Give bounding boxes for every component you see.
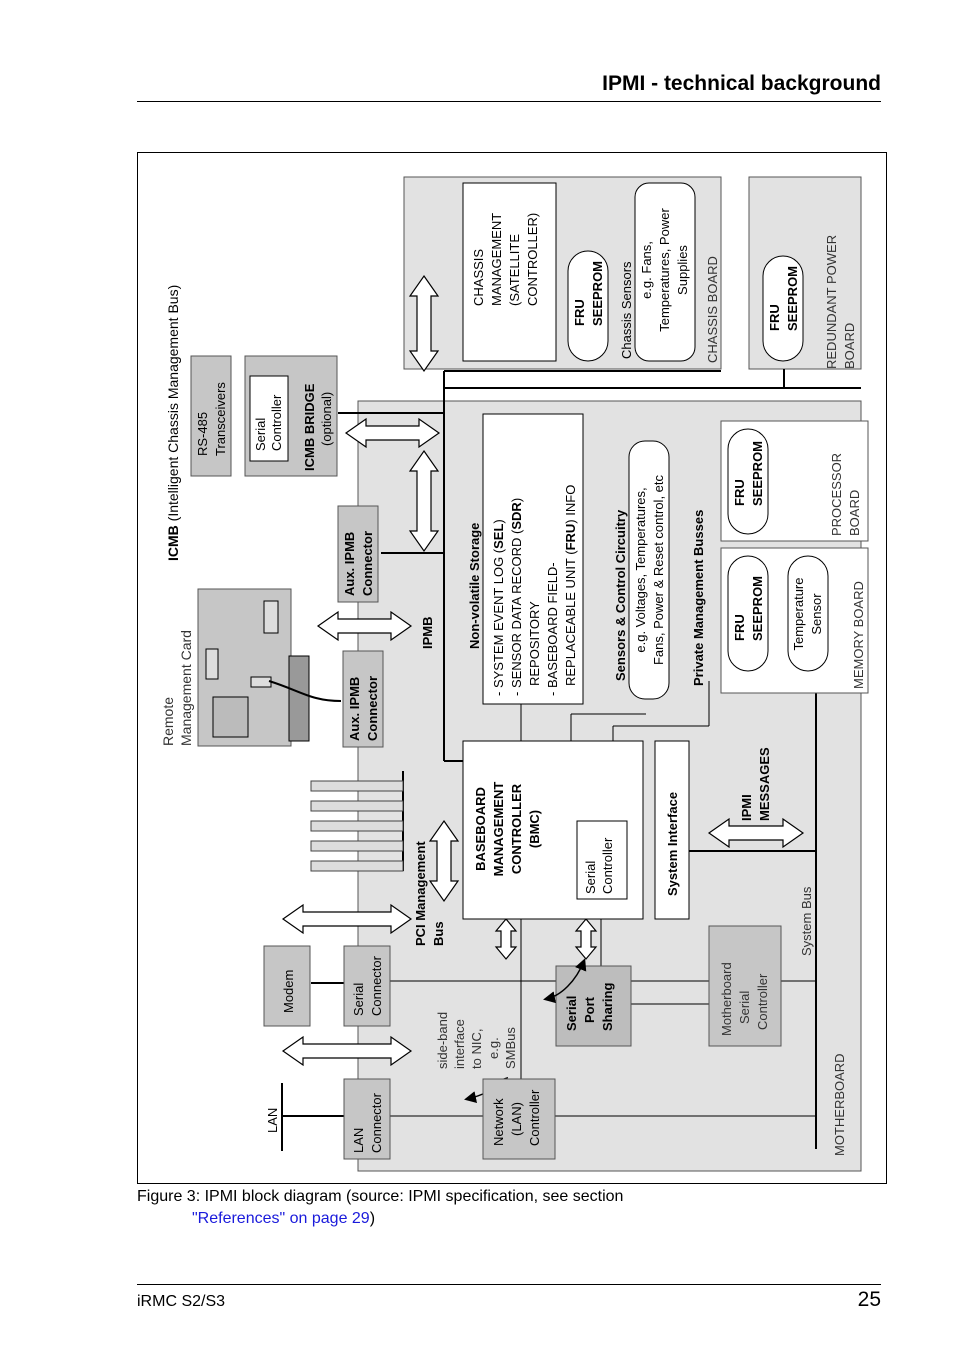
nv-storage-lines: - SYSTEM EVENT LOG (SEL) - SENSOR DATA R… [491, 485, 578, 696]
motherboard-label: MOTHERBOARD [832, 1053, 847, 1156]
network-controller [482, 1078, 556, 1160]
ipmb-label: IPMB [420, 617, 435, 650]
lan-label: LAN [265, 1108, 280, 1133]
nv-storage-box [482, 413, 584, 705]
memory-board-label: MEMORY BOARD [851, 581, 866, 689]
arrow-pci-bus [428, 819, 460, 903]
chassis-sensors-box [634, 182, 696, 362]
system-interface-box [654, 740, 690, 920]
mb-serial-controller [708, 925, 782, 1047]
svg-text:(optional): (optional) [319, 392, 334, 446]
sensors-title: Sensors & Control Circuitry [613, 509, 628, 681]
temperature-sensor [787, 555, 829, 672]
rs485-label: RS-485 [195, 412, 210, 456]
footer-rule [137, 1284, 881, 1285]
caption-close: ) [369, 1210, 376, 1227]
chassis-fru-seeprom [567, 250, 609, 362]
serial-connector [343, 945, 391, 1027]
processor-fru-seeprom [727, 428, 769, 535]
memory-fru-seeprom [727, 555, 769, 672]
arrow-icmb-horizontal [344, 417, 441, 449]
icmb-title: ICMB (Intelligent Chassis Management Bus… [165, 285, 181, 561]
svg-text:Modem: Modem [281, 970, 296, 1013]
figure-caption: Figure 3: IPMI block diagram (source: IP… [137, 1186, 623, 1230]
bmc-serial-controller [576, 820, 628, 900]
aux-ipmb-connector-1 [337, 505, 379, 603]
chassis-board-label: CHASSIS BOARD [705, 256, 720, 363]
private-busses-label: Private Management Busses [691, 510, 706, 686]
arrow-chassis-vertical [408, 274, 440, 373]
ipmi-block-diagram: ICMB (Intelligent Chassis Management Bus… [160, 176, 869, 1172]
chassis-management-box [462, 182, 557, 362]
svg-text:e.g. Voltages, Temperatures,Fa: e.g. Voltages, Temperatures,Fans, Power … [633, 474, 666, 665]
rs485-box [190, 355, 232, 477]
arrow-bus-1 [281, 903, 413, 935]
system-bus-label: System Bus [799, 886, 814, 956]
footer-product: iRMC S2/S3 [137, 1293, 226, 1310]
references-link[interactable]: "References" on page 29 [192, 1210, 370, 1227]
power-fru-seeprom [762, 255, 804, 362]
arrow-remote-card [316, 610, 413, 642]
caption-line1: Figure 3: IPMI block diagram (source: IP… [137, 1188, 624, 1205]
header-rule [137, 101, 881, 102]
lan-connector [343, 1078, 391, 1160]
modem-box [263, 945, 311, 1027]
page-header-title: IPMI - technical background [602, 72, 881, 95]
arrow-ipmi-messages [707, 817, 805, 849]
icmb-bridge-title: ICMB BRIDGE [302, 383, 317, 471]
arrow-bus-2 [281, 1035, 413, 1067]
figure-frame: ICMB (Intelligent Chassis Management Bus… [137, 152, 887, 1184]
sensors-box [628, 440, 670, 700]
aux-ipmb-connector-2 [342, 650, 384, 748]
svg-text:SerialController: SerialController [583, 837, 615, 894]
arrow-bmc-nic [494, 918, 518, 960]
page-number: 25 [857, 1288, 881, 1311]
icmb-serial-controller [249, 375, 289, 462]
arrow-ipmb-vertical [408, 449, 440, 553]
svg-text:Network(LAN)Controller: Network(LAN)Controller [491, 1089, 542, 1146]
chassis-sensors-title: Chassis Sensors [619, 261, 634, 359]
nv-storage-title: Non-volatile Storage [467, 523, 482, 649]
svg-text:System Interface: System Interface [665, 792, 680, 896]
svg-text:SerialController: SerialController [253, 394, 284, 451]
